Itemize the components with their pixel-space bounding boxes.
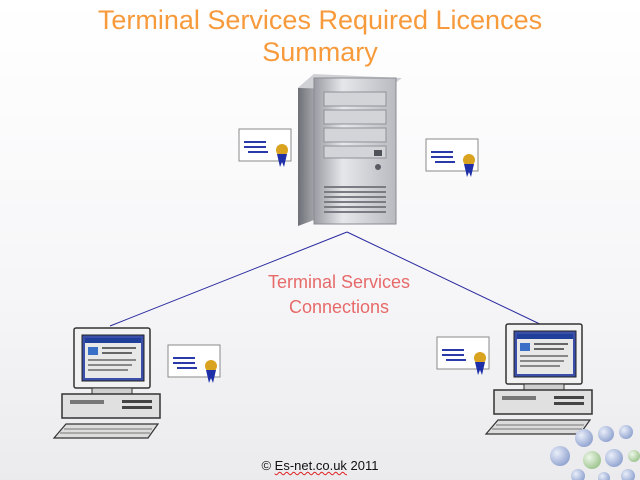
licence-certificate-icon: [436, 336, 490, 375]
connection-line-right: [346, 231, 545, 327]
desktop-computer-icon: [484, 323, 593, 435]
server-tower-icon: [298, 74, 402, 226]
desktop-computer-icon: [52, 327, 161, 439]
diagram-title: Terminal Services Required Licences Summ…: [97, 5, 543, 67]
licence-certificate-icon: [238, 128, 292, 167]
connections-label: Terminal Services Connections: [267, 272, 411, 317]
copyright-year: 2011: [346, 458, 379, 473]
licence-certificate-icon: [167, 344, 221, 383]
connection-line-left: [109, 231, 348, 327]
copyright-site: Es-net.co.uk: [274, 458, 347, 473]
decorative-dots: [550, 425, 640, 480]
copyright-prefix: ©: [261, 458, 275, 473]
copyright-footer: © Es-net.co.uk 2011: [0, 458, 640, 473]
licence-certificate-icon: [425, 138, 479, 177]
